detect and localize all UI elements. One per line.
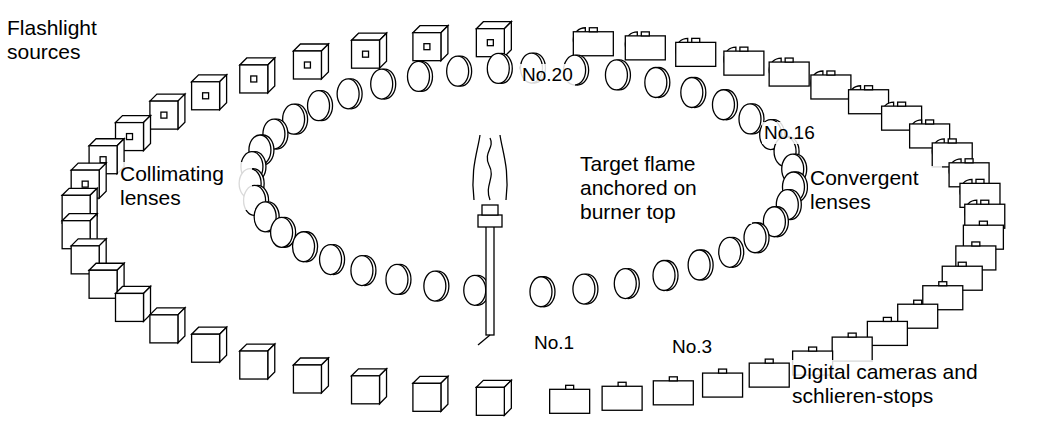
lens xyxy=(487,53,512,83)
part-label: Convergent lenses xyxy=(808,166,942,214)
flashlight-source xyxy=(293,358,328,393)
flashlight-source xyxy=(352,33,387,68)
flashlight-source xyxy=(352,369,387,404)
lens xyxy=(573,274,598,304)
flashlight-source xyxy=(413,376,448,411)
flashlight-source xyxy=(293,44,328,79)
camera-with-stop xyxy=(963,221,1003,249)
part-label: Flashlight sources xyxy=(5,16,127,64)
lens xyxy=(271,217,296,247)
flashlight-source xyxy=(192,75,227,110)
camera-with-stop xyxy=(960,179,1000,207)
flame-envelope xyxy=(473,135,507,200)
lens xyxy=(719,237,744,267)
flashlight-source xyxy=(476,380,511,415)
camera-with-stop xyxy=(724,47,764,75)
lens xyxy=(464,275,489,305)
lens xyxy=(351,256,376,286)
flashlight-source xyxy=(192,327,227,362)
camera-with-stop xyxy=(749,359,789,387)
camera-with-stop xyxy=(811,71,851,99)
flashlight-source xyxy=(150,308,185,343)
part-label: Digital cameras and schlieren-stops xyxy=(790,360,1024,408)
flashlight-source xyxy=(240,344,275,379)
camera-with-stop xyxy=(832,333,872,361)
burner-with-flame xyxy=(473,135,507,345)
lens xyxy=(337,79,362,109)
camera-with-stop xyxy=(625,32,665,60)
flashlight-source xyxy=(150,94,185,129)
camera-with-stop xyxy=(550,385,590,413)
lens xyxy=(371,69,396,99)
callout-number: No.1 xyxy=(532,332,576,354)
lens xyxy=(653,261,678,291)
lens xyxy=(712,90,737,120)
camera-with-stop xyxy=(653,377,693,405)
flashlight-source xyxy=(240,58,275,93)
camera-with-stop xyxy=(769,58,809,86)
camera-with-stop xyxy=(867,317,907,345)
lens xyxy=(681,78,706,108)
lens xyxy=(645,67,670,97)
flashlight-source xyxy=(116,286,151,321)
lens xyxy=(744,223,769,253)
lens xyxy=(386,264,411,294)
lens xyxy=(407,61,432,91)
flashlight-source xyxy=(476,22,511,57)
camera-with-stop xyxy=(965,200,1005,228)
lens xyxy=(424,271,449,301)
camera-with-stop xyxy=(573,28,613,56)
part-label: Target flame anchored on burner top xyxy=(578,152,752,224)
lens xyxy=(293,232,318,262)
camera-with-stop xyxy=(602,382,642,410)
lens xyxy=(308,91,333,121)
lens xyxy=(605,60,630,90)
lens xyxy=(320,245,345,275)
camera-with-stop xyxy=(703,369,743,397)
flashlight-source xyxy=(413,26,448,61)
callout-number: No.16 xyxy=(762,122,817,144)
flame-core xyxy=(487,138,491,200)
lens xyxy=(614,269,639,299)
gas-inlet xyxy=(478,335,490,345)
camera-with-stop xyxy=(676,38,716,66)
lens xyxy=(688,250,713,280)
part-label: Collimating lenses xyxy=(118,162,252,210)
callout-number: No.3 xyxy=(670,336,714,358)
callout-number: No.20 xyxy=(520,64,575,86)
lens xyxy=(447,56,472,86)
lens xyxy=(530,277,555,307)
